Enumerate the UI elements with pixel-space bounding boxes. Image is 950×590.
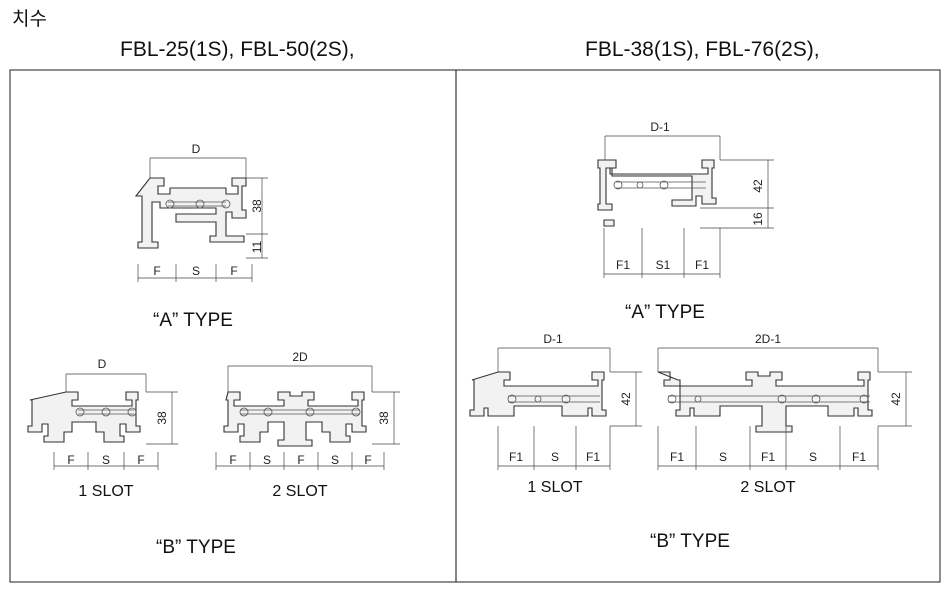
left-a-bottom-label: S	[192, 264, 200, 278]
right-a-type-caption: “A” TYPE	[625, 302, 705, 323]
right-b-type-caption: “B” TYPE	[650, 531, 730, 552]
page-title: 치수	[12, 8, 47, 30]
left-a-bottom-label: F	[153, 264, 160, 278]
left-a-type-drawing: D 38 11 F S F	[134, 142, 268, 282]
left-b1-width-label: D	[98, 357, 107, 371]
left-a-type-caption: “A” TYPE	[153, 310, 233, 331]
right-b2-height-label: 42	[889, 392, 903, 406]
right-a-height-42: 42	[751, 179, 765, 193]
right-a-type-drawing: D-1 42 16 F1 S1 F1	[597, 120, 774, 278]
right-b1-width-label: D-1	[543, 332, 563, 346]
left-b2-bottom-label: F	[297, 453, 304, 467]
left-a-height-38: 38	[250, 199, 264, 213]
right-b1-bottom-label: F1	[509, 450, 523, 464]
left-b-two-slot-drawing: 2D 38 F S F S F	[215, 350, 400, 470]
left-b2-bottom-label: F	[229, 453, 236, 467]
right-a-bottom-label: F1	[695, 258, 709, 272]
right-b1-height-label: 42	[619, 392, 633, 406]
right-b-two-slot-drawing: 2D-1 42 F1 S F1 S F1	[657, 332, 912, 470]
right-a-width-label: D-1	[650, 120, 670, 134]
right-b2-bottom-label: F1	[852, 450, 866, 464]
left-b2-bottom-label: F	[364, 453, 371, 467]
right-b2-bottom-label: F1	[761, 450, 775, 464]
right-b1-bottom-label: F1	[586, 450, 600, 464]
left-b2-height-label: 38	[377, 411, 391, 425]
right-a-bottom-label: F1	[616, 258, 630, 272]
right-b2-bottom-label: S	[809, 450, 817, 464]
right-b2-bottom-label: F1	[670, 450, 684, 464]
right-b2-caption: 2 SLOT	[740, 479, 795, 496]
left-models-title: FBL-25(1S), FBL-50(2S),	[120, 38, 355, 61]
left-a-bottom-label: F	[230, 264, 237, 278]
right-b2-bottom-label: S	[719, 450, 727, 464]
right-a-height-16: 16	[751, 212, 765, 226]
left-a-height-11: 11	[250, 240, 264, 253]
left-b2-bottom-label: S	[263, 453, 271, 467]
right-b-one-slot-drawing: D-1 42 F1 S F1	[469, 332, 642, 470]
right-b1-caption: 1 SLOT	[527, 479, 582, 496]
left-b1-bottom-label: S	[102, 453, 110, 467]
right-panel-frame	[455, 69, 941, 583]
left-b2-caption: 2 SLOT	[272, 483, 327, 500]
left-b-type-caption: “B” TYPE	[156, 537, 236, 558]
right-b1-bottom-label: S	[551, 450, 559, 464]
right-a-bottom-label: S1	[656, 258, 671, 272]
left-b2-bottom-label: S	[331, 453, 339, 467]
left-b1-caption: 1 SLOT	[78, 483, 133, 500]
left-b-one-slot-drawing: D 38 F S F	[27, 357, 178, 470]
right-models-title: FBL-38(1S), FBL-76(2S),	[585, 38, 820, 61]
left-panel-frame	[9, 69, 457, 583]
left-a-width-label: D	[192, 142, 201, 156]
left-b1-height-label: 38	[155, 411, 169, 425]
left-b1-bottom-label: F	[137, 453, 144, 467]
left-b2-width-label: 2D	[292, 350, 308, 364]
left-b1-bottom-label: F	[67, 453, 74, 467]
right-b2-width-label: 2D-1	[755, 332, 781, 346]
